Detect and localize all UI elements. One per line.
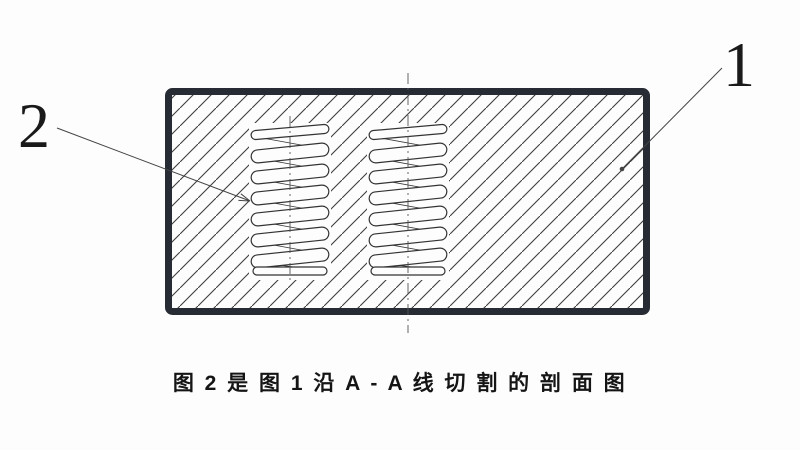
figure-caption: 图 2 是 图 1 沿 A - A 线 切 割 的 剖 面 图 [172,372,628,395]
leader-arrow-2 [238,193,251,202]
reference-label-2: 2 [18,90,50,161]
reference-label-1: 1 [723,29,755,100]
leader-line-2 [56,127,251,202]
leader-line-1 [621,67,723,170]
leader-dot-1 [619,166,625,172]
